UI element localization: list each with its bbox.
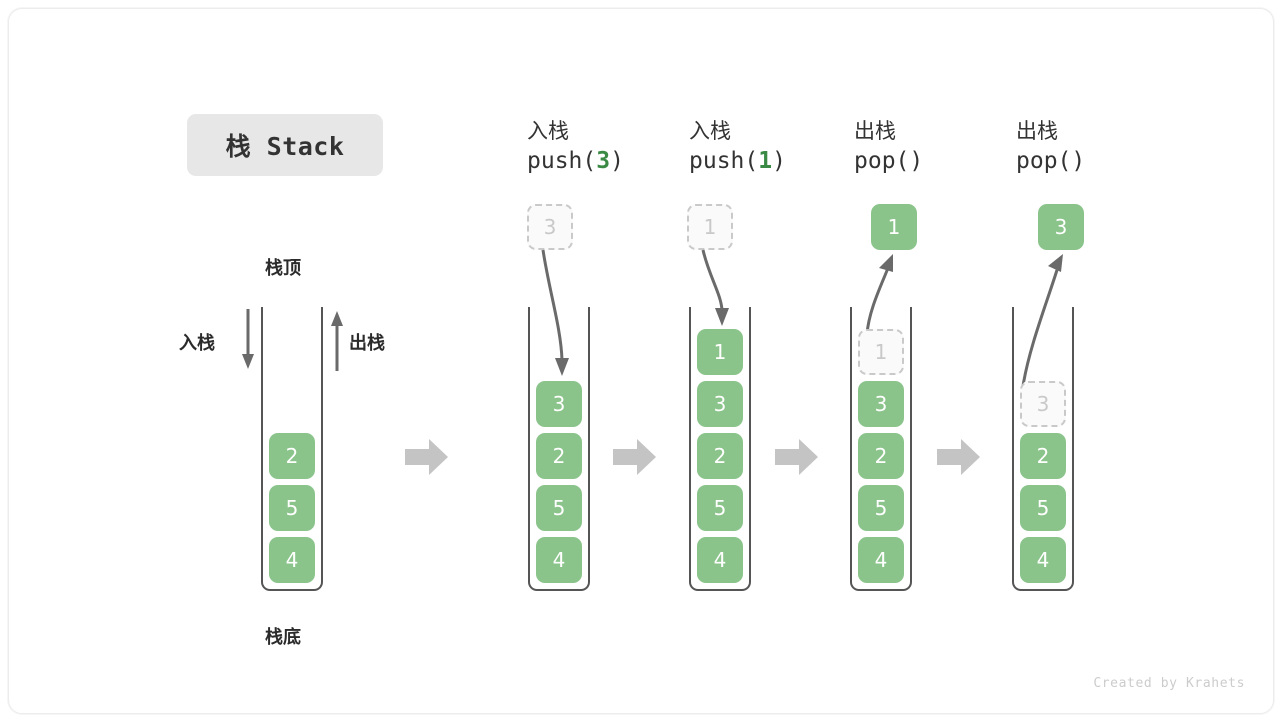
stack-cell: 2 bbox=[536, 433, 582, 479]
pop-curve-arrow bbox=[855, 252, 899, 335]
stack-bottom-label: 栈底 bbox=[265, 627, 301, 648]
stack-cell: 5 bbox=[858, 485, 904, 531]
column-header-operation: 入栈 bbox=[689, 119, 731, 143]
pop-direction-arrow bbox=[327, 309, 347, 371]
stack-top-label: 栈顶 bbox=[265, 258, 301, 279]
call-argument: 3 bbox=[596, 148, 611, 174]
push-side-label: 入栈 bbox=[179, 333, 215, 354]
column-header-push-3: 入栈 push(3) bbox=[527, 117, 697, 177]
call-suffix: ) bbox=[1071, 148, 1086, 174]
call-prefix: pop( bbox=[1016, 148, 1072, 174]
stack-container-pop-3 bbox=[1012, 307, 1074, 591]
stack-cell: 5 bbox=[536, 485, 582, 531]
incoming-ghost-cell: 1 bbox=[687, 204, 733, 250]
column-header-operation: 出栈 bbox=[1016, 119, 1058, 143]
flow-arrow bbox=[775, 437, 819, 477]
stack-cell: 4 bbox=[697, 537, 743, 583]
pop-side-label: 出栈 bbox=[349, 333, 385, 354]
stack-cell: 5 bbox=[269, 485, 315, 531]
call-argument: 1 bbox=[758, 148, 773, 174]
call-prefix: pop( bbox=[854, 148, 910, 174]
stack-cell: 4 bbox=[269, 537, 315, 583]
stack-container-push-1 bbox=[689, 307, 751, 591]
diagram-title: 栈 Stack bbox=[225, 132, 345, 161]
push-curve-arrow bbox=[699, 249, 739, 330]
call-prefix: push( bbox=[689, 148, 759, 174]
stack-cell: 2 bbox=[697, 433, 743, 479]
stack-cell: 2 bbox=[1020, 433, 1066, 479]
popped-result-cell: 1 bbox=[871, 204, 917, 250]
column-header-call: push(3) bbox=[527, 145, 697, 177]
stack-cell: 5 bbox=[1020, 485, 1066, 531]
stack-cell: 1 bbox=[697, 329, 743, 375]
stack-cell: 4 bbox=[1020, 537, 1066, 583]
stack-container-pop-1 bbox=[850, 307, 912, 591]
diagram-title-badge: 栈 Stack bbox=[187, 114, 383, 176]
stack-cell: 4 bbox=[858, 537, 904, 583]
pop-curve-arrow bbox=[1013, 252, 1069, 387]
diagram-card: 栈 Stack 栈顶 入栈 出栈 2 5 4 栈底 入栈 push(3) 3 bbox=[8, 8, 1274, 714]
stack-cell: 2 bbox=[858, 433, 904, 479]
call-suffix: ) bbox=[772, 148, 786, 174]
push-curve-arrow bbox=[539, 249, 579, 380]
column-header-push-1: 入栈 push(1) bbox=[689, 117, 859, 177]
incoming-ghost-cell: 3 bbox=[527, 204, 573, 250]
credit-footer: Created by Krahets bbox=[1093, 676, 1245, 691]
push-direction-arrow bbox=[238, 309, 258, 371]
stack-cell: 3 bbox=[697, 381, 743, 427]
column-header-operation: 出栈 bbox=[854, 119, 896, 143]
column-header-pop-1: 出栈 pop() bbox=[854, 117, 1024, 177]
popped-result-cell: 3 bbox=[1038, 204, 1084, 250]
stack-cell: 4 bbox=[536, 537, 582, 583]
call-suffix: ) bbox=[909, 148, 924, 174]
stack-cell: 3 bbox=[536, 381, 582, 427]
stack-container-initial bbox=[261, 307, 323, 591]
removed-ghost-cell: 3 bbox=[1020, 381, 1066, 427]
flow-arrow bbox=[937, 437, 981, 477]
stack-container-push-3 bbox=[528, 307, 590, 591]
column-header-call: pop() bbox=[854, 145, 1024, 177]
column-header-pop-3: 出栈 pop() bbox=[1016, 117, 1186, 177]
stack-cell: 3 bbox=[858, 381, 904, 427]
stack-cell: 2 bbox=[269, 433, 315, 479]
column-header-call: push(1) bbox=[689, 145, 859, 177]
stack-cell: 5 bbox=[697, 485, 743, 531]
flow-arrow bbox=[613, 437, 657, 477]
call-prefix: push( bbox=[527, 148, 597, 174]
column-header-call: pop() bbox=[1016, 145, 1186, 177]
flow-arrow bbox=[405, 437, 449, 477]
call-suffix: ) bbox=[610, 148, 624, 174]
column-header-operation: 入栈 bbox=[527, 119, 569, 143]
removed-ghost-cell: 1 bbox=[858, 329, 904, 375]
